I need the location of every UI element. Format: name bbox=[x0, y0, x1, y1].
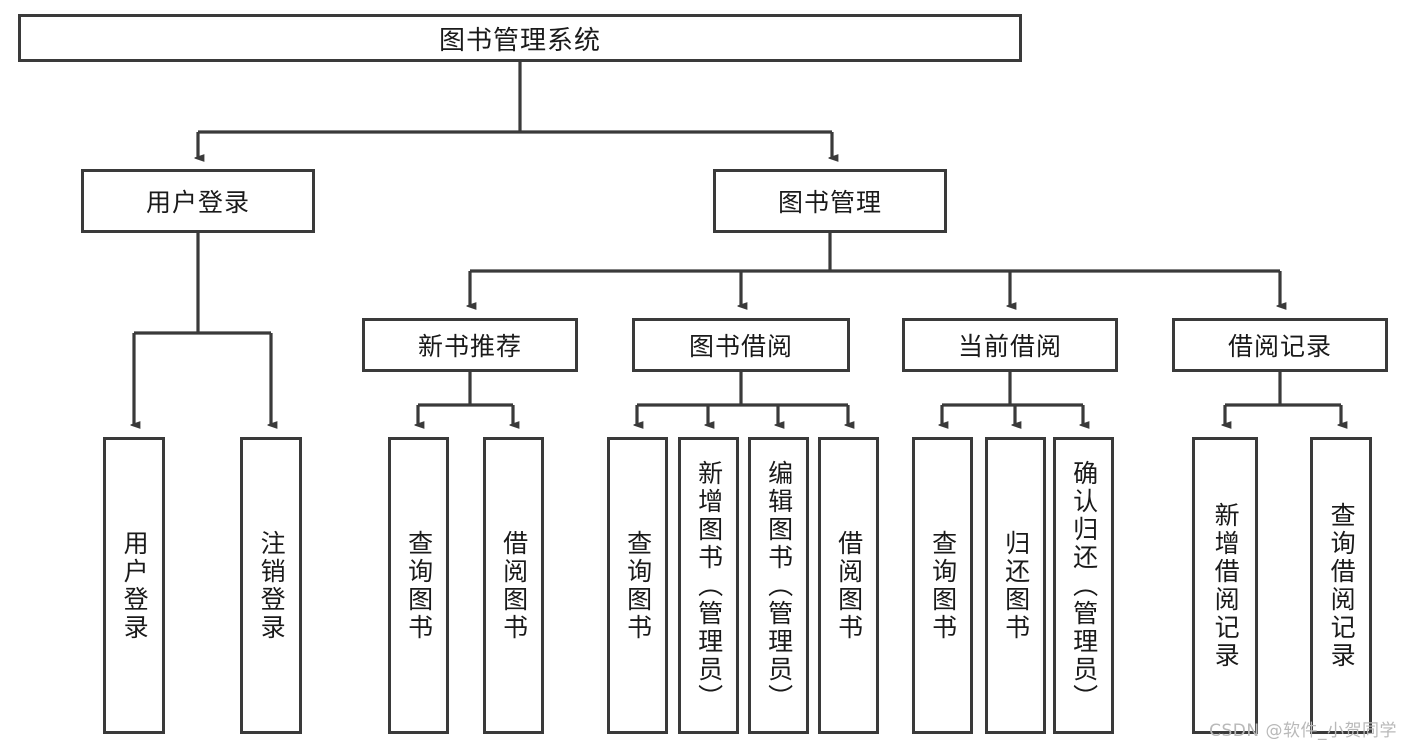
node-leaf-query-book-3[interactable]: 查询图书 bbox=[912, 437, 973, 734]
csdn-watermark: CSDN @软件_小贺同学 bbox=[1209, 721, 1397, 741]
node-book-manage[interactable]: 图书管理 bbox=[713, 169, 947, 233]
node-leaf-query-book-1[interactable]: 查询图书 bbox=[388, 437, 449, 734]
node-label: 借阅图书 bbox=[834, 529, 864, 642]
node-label: 归还图书 bbox=[1001, 529, 1031, 642]
node-label: 查询借阅记录 bbox=[1327, 501, 1357, 670]
node-label: 借阅图书 bbox=[499, 529, 529, 642]
node-leaf-user-logout[interactable]: 注销登录 bbox=[240, 437, 302, 734]
node-label: 查询图书 bbox=[623, 529, 653, 642]
node-label: 新书推荐 bbox=[417, 332, 522, 361]
node-label: 用户登录 bbox=[120, 529, 150, 642]
node-label: 注销登录 bbox=[257, 529, 287, 642]
node-leaf-confirm-return[interactable]: 确认归还（管理员） bbox=[1053, 437, 1114, 734]
node-new-book-rec[interactable]: 新书推荐 bbox=[362, 318, 578, 372]
node-label: 用户登录 bbox=[145, 188, 250, 217]
node-book-borrow[interactable]: 图书借阅 bbox=[632, 318, 850, 372]
node-label: 新增图书（管理员） bbox=[694, 459, 724, 712]
node-leaf-return-book[interactable]: 归还图书 bbox=[985, 437, 1046, 734]
node-leaf-add-record[interactable]: 新增借阅记录 bbox=[1192, 437, 1258, 734]
node-leaf-borrow-book-2[interactable]: 借阅图书 bbox=[818, 437, 879, 734]
node-label: 确认归还（管理员） bbox=[1069, 459, 1099, 712]
node-leaf-query-record[interactable]: 查询借阅记录 bbox=[1310, 437, 1372, 734]
node-label: 查询图书 bbox=[404, 529, 434, 642]
node-label: 当前借阅 bbox=[957, 332, 1062, 361]
node-leaf-user-login[interactable]: 用户登录 bbox=[103, 437, 165, 734]
node-root-system[interactable]: 图书管理系统 bbox=[18, 14, 1022, 62]
node-label: 新增借阅记录 bbox=[1211, 501, 1241, 670]
node-label: 图书管理 bbox=[777, 188, 882, 217]
node-current-borrow[interactable]: 当前借阅 bbox=[902, 318, 1118, 372]
node-label: 图书借阅 bbox=[688, 332, 793, 361]
node-label: 借阅记录 bbox=[1227, 332, 1332, 361]
node-leaf-edit-book[interactable]: 编辑图书（管理员） bbox=[748, 437, 809, 734]
node-leaf-borrow-book-1[interactable]: 借阅图书 bbox=[483, 437, 544, 734]
node-label: 查询图书 bbox=[928, 529, 958, 642]
node-leaf-add-book[interactable]: 新增图书（管理员） bbox=[678, 437, 739, 734]
node-label: 图书管理系统 bbox=[438, 25, 601, 56]
node-user-login[interactable]: 用户登录 bbox=[81, 169, 315, 233]
node-label: 编辑图书（管理员） bbox=[764, 459, 794, 712]
node-borrow-record[interactable]: 借阅记录 bbox=[1172, 318, 1388, 372]
node-leaf-query-book-2[interactable]: 查询图书 bbox=[607, 437, 668, 734]
